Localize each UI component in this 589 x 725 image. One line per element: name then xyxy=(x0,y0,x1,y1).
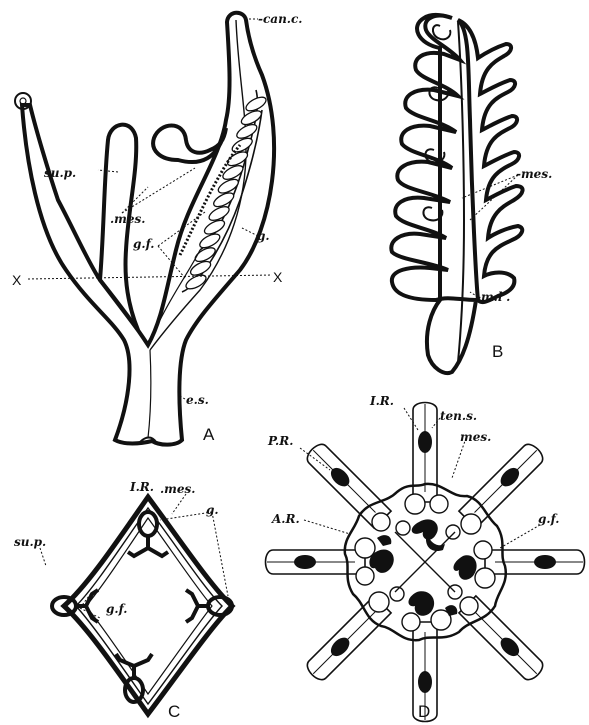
label-d-g-f: g.f. xyxy=(538,512,559,526)
label-c-g-f: g.f. xyxy=(106,602,127,616)
panel-label-d: D xyxy=(418,702,430,721)
panel-b-drawing xyxy=(391,15,522,373)
label-c-i-r: I.R. xyxy=(129,480,154,494)
label-a-g: g. xyxy=(257,229,270,243)
label-a-su-p: su.p. xyxy=(44,166,76,180)
label-a-e-s: e.s. xyxy=(186,393,209,407)
label-d-p-r: P.R. xyxy=(267,434,293,448)
label-c-g: g. xyxy=(206,503,219,517)
panel-label-b: B xyxy=(492,342,503,361)
panel-c-drawing xyxy=(52,497,232,714)
panel-a-body xyxy=(22,13,274,445)
label-a-x-right: X xyxy=(273,269,283,285)
label-d-mes: mes. xyxy=(460,430,491,444)
label-a-mes: .mes. xyxy=(110,212,145,226)
label-b-mes: -mes. xyxy=(516,167,552,181)
label-b-m-l: -m.l'. xyxy=(476,290,510,304)
panel-a-mid-arm xyxy=(100,125,138,330)
panel-b-canal xyxy=(458,22,464,362)
panel-label-c: C xyxy=(168,702,180,721)
label-a-g-f: g.f. xyxy=(133,237,154,251)
label-d-ten-s: ten.s. xyxy=(440,409,477,423)
label-d-a-r: A.R. xyxy=(271,512,300,526)
label-c-mes: .mes. xyxy=(160,482,195,496)
tentacle xyxy=(485,550,585,574)
label-d-i-r: I.R. xyxy=(369,394,394,408)
tentacle xyxy=(413,403,437,503)
panel-b-outer xyxy=(458,20,523,302)
panel-d-drawing xyxy=(266,403,585,722)
label-a-x-left: X xyxy=(12,272,22,288)
panel-label-a: A xyxy=(203,425,215,444)
label-c-su-p: su.p. xyxy=(14,535,46,549)
panel-a-drawing xyxy=(15,13,274,445)
label-a-can-c: -can.c. xyxy=(258,12,302,26)
tentacle xyxy=(266,550,366,574)
